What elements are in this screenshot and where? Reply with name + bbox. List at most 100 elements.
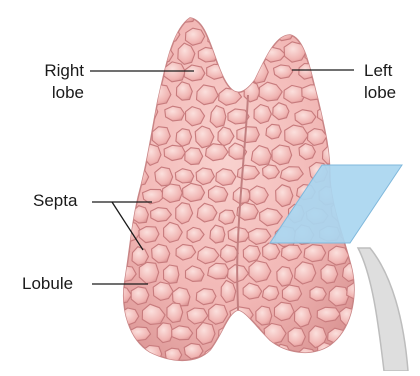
lobule-cell: [109, 86, 128, 102]
lobule-cell: [119, 186, 138, 207]
lobule-cell: [143, 27, 164, 43]
lobule-cell: [295, 307, 312, 328]
lobule-cell: [285, 9, 301, 26]
lobule-cell: [300, 26, 316, 42]
lobule-cell: [327, 124, 345, 142]
lobule-cell: [157, 8, 173, 26]
lobule-cell: [348, 5, 368, 20]
lobule-cell: [183, 183, 205, 201]
lobule-cell: [139, 262, 158, 283]
lobule-cell: [348, 123, 368, 139]
lobule-label: Lobule: [22, 273, 73, 295]
lobule-cell: [364, 102, 384, 122]
lobule-cell: [256, 306, 272, 325]
lobule-cell: [264, 7, 286, 25]
lobule-cell: [272, 145, 292, 165]
lobule-cell: [209, 186, 228, 202]
lobule-cell: [244, 325, 263, 345]
lobule-cell: [142, 345, 162, 364]
lobule-cell: [198, 47, 218, 62]
left-lobe-label: Left lobe: [364, 60, 396, 104]
lobule-cell: [288, 328, 305, 347]
lobule-cell: [124, 143, 139, 164]
septa-label: Septa: [33, 190, 77, 212]
lobule-cell: [123, 346, 141, 367]
lobule-cell: [108, 46, 125, 61]
lobule-cell: [217, 2, 235, 21]
lobule-cell: [175, 169, 194, 183]
lobule-cell: [329, 8, 346, 23]
callout-wedge: [358, 248, 408, 371]
lobule-cell: [108, 324, 130, 344]
lobule-cell: [133, 126, 151, 142]
lobule-cell: [331, 83, 350, 99]
lobule-cell: [219, 210, 235, 224]
lobule-cell: [323, 146, 339, 164]
lobule-cell: [302, 85, 325, 100]
left-lobe-label-line2: lobe: [364, 82, 396, 104]
lobule-cell: [318, 23, 339, 45]
lobule-cell: [221, 280, 236, 302]
lobule-cell: [361, 349, 380, 366]
lobule-cell: [321, 265, 338, 284]
lobule-cell: [108, 203, 126, 219]
lobule-cell: [149, 84, 171, 105]
lobule-cell: [164, 265, 179, 283]
lobule-cell: [337, 344, 357, 359]
lobule-cell: [304, 245, 326, 262]
lobule-cell: [122, 107, 140, 126]
lobule-cell: [306, 2, 327, 23]
lobule-cell: [318, 107, 335, 122]
lobule-cell: [254, 105, 271, 124]
left-lobe-label-line1: Left: [364, 60, 396, 82]
lobule-cell: [122, 65, 140, 84]
lobule-cell: [185, 148, 203, 165]
lobule-cell: [276, 185, 293, 207]
right-lobe-label-line2: lobe: [34, 82, 84, 104]
lobule-cell: [337, 146, 360, 164]
lobule-cell: [110, 244, 129, 258]
lobule-cell: [110, 124, 132, 145]
lobule-cell: [232, 24, 250, 44]
lobule-cell: [162, 184, 182, 203]
lobule-cell: [185, 28, 204, 45]
lobule-cell: [157, 323, 173, 343]
lobule-cell: [205, 347, 225, 366]
lobule-cell: [196, 289, 216, 305]
lobule-cell: [338, 63, 359, 84]
lobule-cell: [277, 267, 293, 287]
lobule-cell: [133, 206, 149, 223]
lobule-cell: [219, 326, 242, 343]
lobule-cell: [208, 27, 228, 46]
lobule-cell: [197, 323, 216, 345]
lobule-cell: [134, 6, 151, 25]
lobule-cell: [329, 286, 349, 306]
lobule-cell: [131, 49, 152, 65]
lobule-cell: [242, 6, 259, 22]
lobule-cell: [237, 127, 259, 143]
lobule-cell: [251, 348, 269, 367]
lobule-cell: [216, 46, 238, 64]
lobule-cell: [132, 83, 149, 103]
right-lobe-label-line1: Right: [34, 60, 84, 82]
lobule-cell: [253, 23, 271, 40]
lobule-cell: [343, 102, 362, 121]
lobule-cell: [109, 165, 130, 180]
lobule-cell: [318, 343, 334, 362]
lobule-cell: [328, 246, 349, 265]
lobule-cell: [164, 145, 185, 160]
lobule-cell: [282, 285, 301, 302]
lobule-cell: [362, 24, 385, 44]
lobule-cell: [110, 6, 126, 23]
lobule-cell: [310, 287, 326, 301]
right-lobe-label: Right lobe: [34, 60, 84, 104]
lobule-cell: [227, 344, 248, 359]
lobule-cell: [316, 66, 334, 86]
lobule-cell: [142, 68, 161, 83]
lobule-cell: [230, 307, 253, 323]
lobule-cell: [274, 24, 295, 41]
lobule-cell: [342, 23, 362, 39]
lobule-cell: [347, 282, 369, 299]
lobule-cell: [207, 64, 228, 79]
